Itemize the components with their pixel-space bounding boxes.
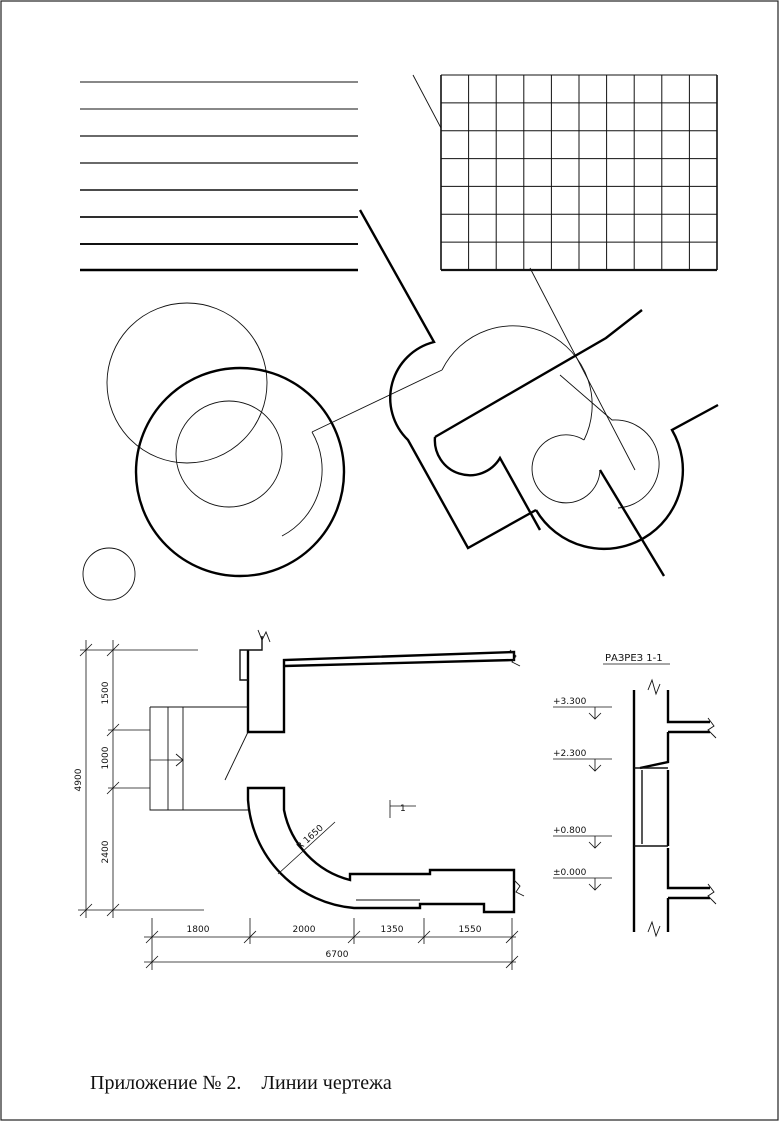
dim-vertical-1: 1500	[101, 681, 111, 704]
line-samples	[80, 81, 358, 272]
radius-label: R 1650	[295, 823, 326, 852]
level-marker: ±0.000	[553, 868, 612, 891]
curve-sample	[358, 209, 719, 577]
dim-vertical-total: 4900	[74, 768, 84, 791]
section-title: РАЗРЕЗ 1-1	[605, 653, 663, 664]
level-marker: +2.300	[553, 749, 612, 772]
leader-line	[529, 267, 636, 471]
dim-vertical-2: 1000	[101, 746, 111, 769]
dim-horizontal-2: 2000	[293, 925, 316, 935]
dim-horizontal-total: 6700	[326, 950, 349, 960]
caption: Приложение № 2. Линии чертежа	[90, 1072, 392, 1094]
level-label: +3.300	[553, 697, 587, 707]
leader-line	[412, 74, 442, 129]
level-marker: +3.300	[553, 697, 612, 720]
dim-horizontal-3: 1350	[381, 925, 404, 935]
circle-samples	[82, 302, 443, 601]
level-label: +2.300	[553, 749, 587, 759]
dim-horizontal-4: 1550	[459, 925, 482, 935]
dim-vertical-3: 2400	[101, 840, 111, 863]
section-1-1: РАЗРЕЗ 1-1 +3.300 +2.300 +0.800 ±0.000	[553, 653, 717, 938]
dim-horizontal-1: 1800	[187, 925, 210, 935]
section-mark-label: 1	[400, 804, 406, 814]
grid-sample	[440, 74, 718, 272]
plan-fragment: R 1650 1 1500 1000 2400 4900 1800 2000 1…	[74, 629, 525, 970]
level-label: ±0.000	[553, 868, 587, 878]
level-label: +0.800	[553, 826, 587, 836]
level-marker: +0.800	[553, 826, 612, 849]
